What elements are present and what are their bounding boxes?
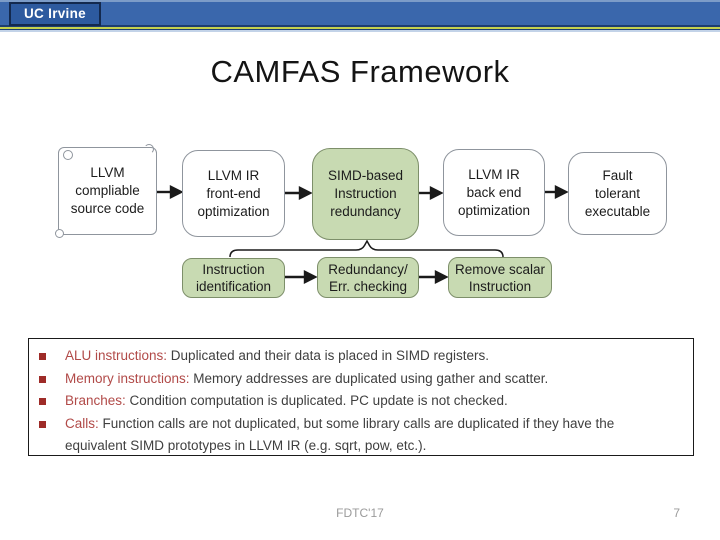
scroll-curl-icon — [63, 150, 73, 160]
bullet-body: Memory addresses are duplicated using ga… — [189, 370, 549, 386]
box-fault-tolerant-executable: Fault tolerant executable — [568, 152, 667, 235]
slide-title: CAMFAS Framework — [210, 54, 510, 89]
brace-icon — [229, 239, 504, 258]
list-item: Calls: Function calls are not duplicated… — [39, 413, 665, 458]
banner-stripe — [0, 27, 720, 29]
bullet-square-icon — [39, 375, 46, 383]
bullet-lead: ALU instructions: — [65, 348, 168, 363]
banner-bar — [0, 0, 720, 25]
bullet-body: Function calls are not duplicated, but s… — [65, 415, 615, 454]
bullet-square-icon — [39, 398, 46, 405]
box-redundancy-checking: Redundancy/ Err. checking — [317, 257, 419, 298]
bullet-square-icon — [39, 420, 46, 428]
banner-stripe — [0, 25, 720, 27]
bullet-body: Condition computation is duplicated. PC … — [125, 393, 508, 408]
bullet-list: ALU instructions: Duplicated and their d… — [29, 339, 693, 458]
bullet-text: Branches: Condition computation is dupli… — [65, 390, 665, 413]
bullet-lead: Memory instructions: — [65, 370, 190, 386]
bullet-text: ALU instructions: Duplicated and their d… — [65, 345, 665, 368]
box-label: Remove scalar Instruction — [454, 261, 546, 294]
box-label: LLVM IR back end optimization — [457, 166, 531, 218]
list-item: ALU instructions: Duplicated and their d… — [39, 345, 665, 368]
footer-conference: FDTC'17 — [336, 506, 384, 520]
banner-stripe — [0, 29, 720, 30]
box-backend-optimization: LLVM IR back end optimization — [443, 149, 545, 236]
bullet-lead: Calls: — [65, 415, 99, 431]
box-simd-redundancy: SIMD-based Instruction redundancy — [312, 148, 419, 240]
box-label: LLVM compliable source code — [70, 165, 145, 216]
bullet-text: Memory instructions: Memory addresses ar… — [65, 368, 665, 391]
header-banner: UC Irvine — [0, 0, 720, 32]
arrowhead-icon — [298, 186, 313, 200]
footer-page-number: 7 — [673, 506, 680, 520]
bullet-textbox: ALU instructions: Duplicated and their d… — [28, 338, 694, 456]
banner-stripe — [0, 30, 720, 32]
box-instruction-identification: Instruction identification — [182, 258, 285, 298]
box-label: Redundancy/ Err. checking — [328, 261, 408, 294]
box-label: Fault tolerant executable — [584, 167, 651, 219]
scroll-curl-icon — [144, 144, 154, 154]
box-remove-scalar: Remove scalar Instruction — [448, 257, 552, 298]
scroll-curl-icon — [55, 229, 64, 238]
box-label: LLVM IR front-end optimization — [197, 167, 270, 219]
box-label: Instruction identification — [195, 262, 272, 294]
bullet-lead: Branches: — [65, 393, 126, 408]
box-frontend-optimization: LLVM IR front-end optimization — [182, 150, 285, 237]
arrowhead-icon — [429, 186, 444, 200]
arrowhead-icon — [303, 270, 318, 284]
box-label: SIMD-based Instruction redundancy — [327, 168, 404, 219]
box-source-code: LLVM compliable source code — [55, 144, 157, 238]
bullet-square-icon — [39, 353, 46, 360]
uci-logo: UC Irvine — [9, 2, 101, 26]
list-item: Memory instructions: Memory addresses ar… — [39, 368, 665, 391]
arrowhead-icon — [169, 185, 184, 199]
bullet-text: Calls: Function calls are not duplicated… — [65, 413, 665, 458]
arrowhead-icon — [554, 185, 569, 199]
list-item: Branches: Condition computation is dupli… — [39, 390, 665, 413]
arrowhead-icon — [434, 270, 449, 284]
bullet-body: Duplicated and their data is placed in S… — [167, 348, 489, 363]
